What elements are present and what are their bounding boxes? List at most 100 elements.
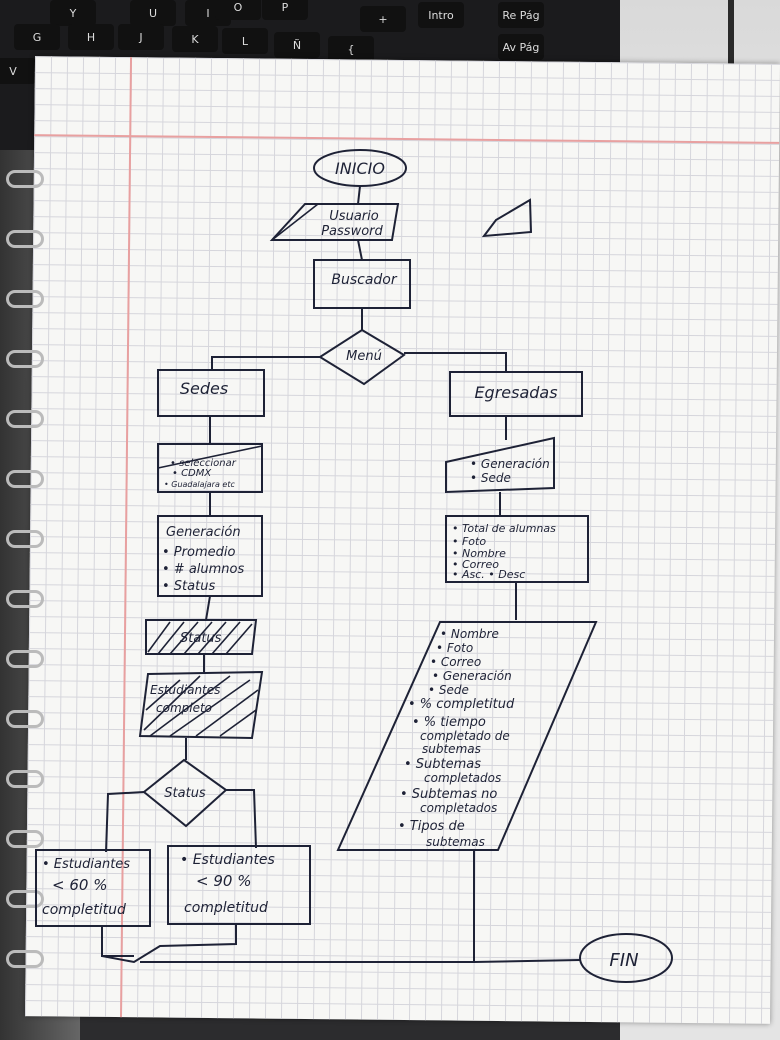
egresadas-filter-input bbox=[445, 436, 555, 494]
doodle-shape bbox=[481, 198, 533, 238]
binding-ring bbox=[6, 230, 44, 248]
generacion-title: Generación bbox=[166, 525, 241, 540]
connector bbox=[101, 924, 237, 964]
binding-ring bbox=[6, 350, 44, 368]
end-label: FIN bbox=[609, 950, 638, 971]
students-90-line: < 90 % bbox=[196, 872, 251, 890]
scribble bbox=[147, 621, 253, 655]
binding-ring bbox=[6, 950, 44, 968]
students-90-line: completitud bbox=[184, 900, 268, 916]
detail-line: • % completitud bbox=[408, 697, 515, 712]
detail-line: completado de bbox=[420, 729, 510, 743]
connector-left bbox=[105, 791, 145, 853]
binding-ring bbox=[6, 770, 44, 788]
key: Ñ bbox=[274, 32, 320, 58]
crossed-status-box bbox=[145, 619, 258, 655]
connector bbox=[357, 239, 363, 261]
egresadas-process bbox=[449, 371, 583, 417]
detail-line: • Subtemas bbox=[404, 757, 481, 772]
detail-line: • Tipos de bbox=[398, 819, 465, 834]
key: V bbox=[0, 58, 36, 84]
egresadas-filter-line: • Sede bbox=[470, 471, 511, 485]
crossed-students-box bbox=[138, 670, 264, 740]
login-input bbox=[269, 203, 400, 241]
login-password: Password bbox=[321, 224, 383, 239]
connector bbox=[473, 959, 581, 963]
generacion-item: • Status bbox=[162, 579, 215, 594]
detail-line: subtemas bbox=[426, 835, 485, 849]
students-60-line: • Estudiantes bbox=[42, 857, 130, 872]
login-user: Usuario bbox=[329, 209, 378, 224]
connector-left bbox=[211, 356, 320, 370]
key: Re Pág bbox=[498, 2, 544, 28]
binding-ring bbox=[6, 830, 44, 848]
detail-line: • Correo bbox=[430, 655, 481, 669]
detail-line: • Sede bbox=[428, 683, 469, 697]
students-90-line: • Estudiantes bbox=[180, 852, 275, 868]
binding-ring bbox=[6, 590, 44, 608]
sedes-label: Sedes bbox=[180, 379, 228, 398]
binding-ring bbox=[6, 290, 44, 308]
key: { bbox=[328, 36, 374, 62]
detail-line: • % tiempo bbox=[412, 715, 486, 730]
egresadas-list-line: • Foto bbox=[452, 535, 486, 548]
generacion-item: • # alumnos bbox=[162, 562, 244, 577]
egresadas-list-line: • Total de alumnas bbox=[452, 522, 556, 535]
connector bbox=[101, 926, 134, 957]
egresadas-list-line: • Nombre bbox=[452, 547, 506, 560]
search-label: Buscador bbox=[331, 272, 398, 288]
egresadas-label: Egresadas bbox=[474, 383, 557, 402]
key: + bbox=[360, 6, 406, 32]
students-60-output bbox=[35, 849, 151, 927]
key: Av Pág bbox=[498, 34, 544, 60]
students-90-output bbox=[167, 845, 311, 925]
students-60-line: < 60 % bbox=[52, 876, 107, 894]
status-decision-label: Status bbox=[164, 786, 206, 801]
end-terminal bbox=[579, 933, 673, 983]
binding-ring bbox=[6, 710, 44, 728]
menu-label: Menú bbox=[346, 349, 382, 364]
egresadas-filter-line: • Generación bbox=[470, 457, 550, 471]
egresadas-list-line: • Correo bbox=[452, 558, 499, 571]
detail-line: subtemas bbox=[422, 742, 481, 756]
generacion-item: • Promedio bbox=[162, 545, 235, 560]
crossed-status-label: Status bbox=[180, 631, 222, 646]
detail-line: • Foto bbox=[436, 641, 473, 655]
key: P bbox=[262, 0, 308, 20]
sede-select-line: • seleccionar bbox=[170, 458, 237, 469]
key: G bbox=[14, 24, 60, 50]
start-label: INICIO bbox=[335, 159, 385, 178]
key: Intro bbox=[418, 2, 464, 28]
detail-line: completados bbox=[420, 801, 497, 815]
binding-ring bbox=[6, 890, 44, 908]
key: J bbox=[118, 24, 164, 50]
detail-line: • Nombre bbox=[440, 627, 499, 641]
detail-line: • Subtemas no bbox=[400, 787, 497, 802]
detail-line: completados bbox=[424, 771, 501, 785]
students-60-line: completitud bbox=[42, 902, 126, 918]
binding-ring bbox=[6, 410, 44, 428]
key: O bbox=[215, 0, 261, 20]
detail-line: • Generación bbox=[432, 669, 512, 683]
connector bbox=[357, 185, 361, 205]
connector-right bbox=[226, 789, 257, 849]
connector-right bbox=[404, 352, 507, 372]
spiral-binding bbox=[0, 150, 44, 1040]
key: L bbox=[222, 28, 268, 54]
scribble bbox=[143, 675, 259, 737]
menu-decision bbox=[318, 328, 406, 386]
egresadas-list-line: • Asc. • Desc bbox=[452, 568, 525, 581]
status-decision bbox=[142, 758, 228, 828]
binding-ring bbox=[6, 170, 44, 188]
detail-output bbox=[336, 621, 598, 851]
strike bbox=[271, 203, 319, 241]
key: K bbox=[172, 26, 218, 52]
binding-ring bbox=[6, 470, 44, 488]
sede-select-line: • Guadalajara etc bbox=[164, 480, 235, 489]
connector bbox=[205, 595, 211, 621]
key: H bbox=[68, 24, 114, 50]
strike bbox=[157, 445, 263, 469]
sede-select-line: • CDMX bbox=[172, 468, 212, 479]
binding-ring bbox=[6, 530, 44, 548]
